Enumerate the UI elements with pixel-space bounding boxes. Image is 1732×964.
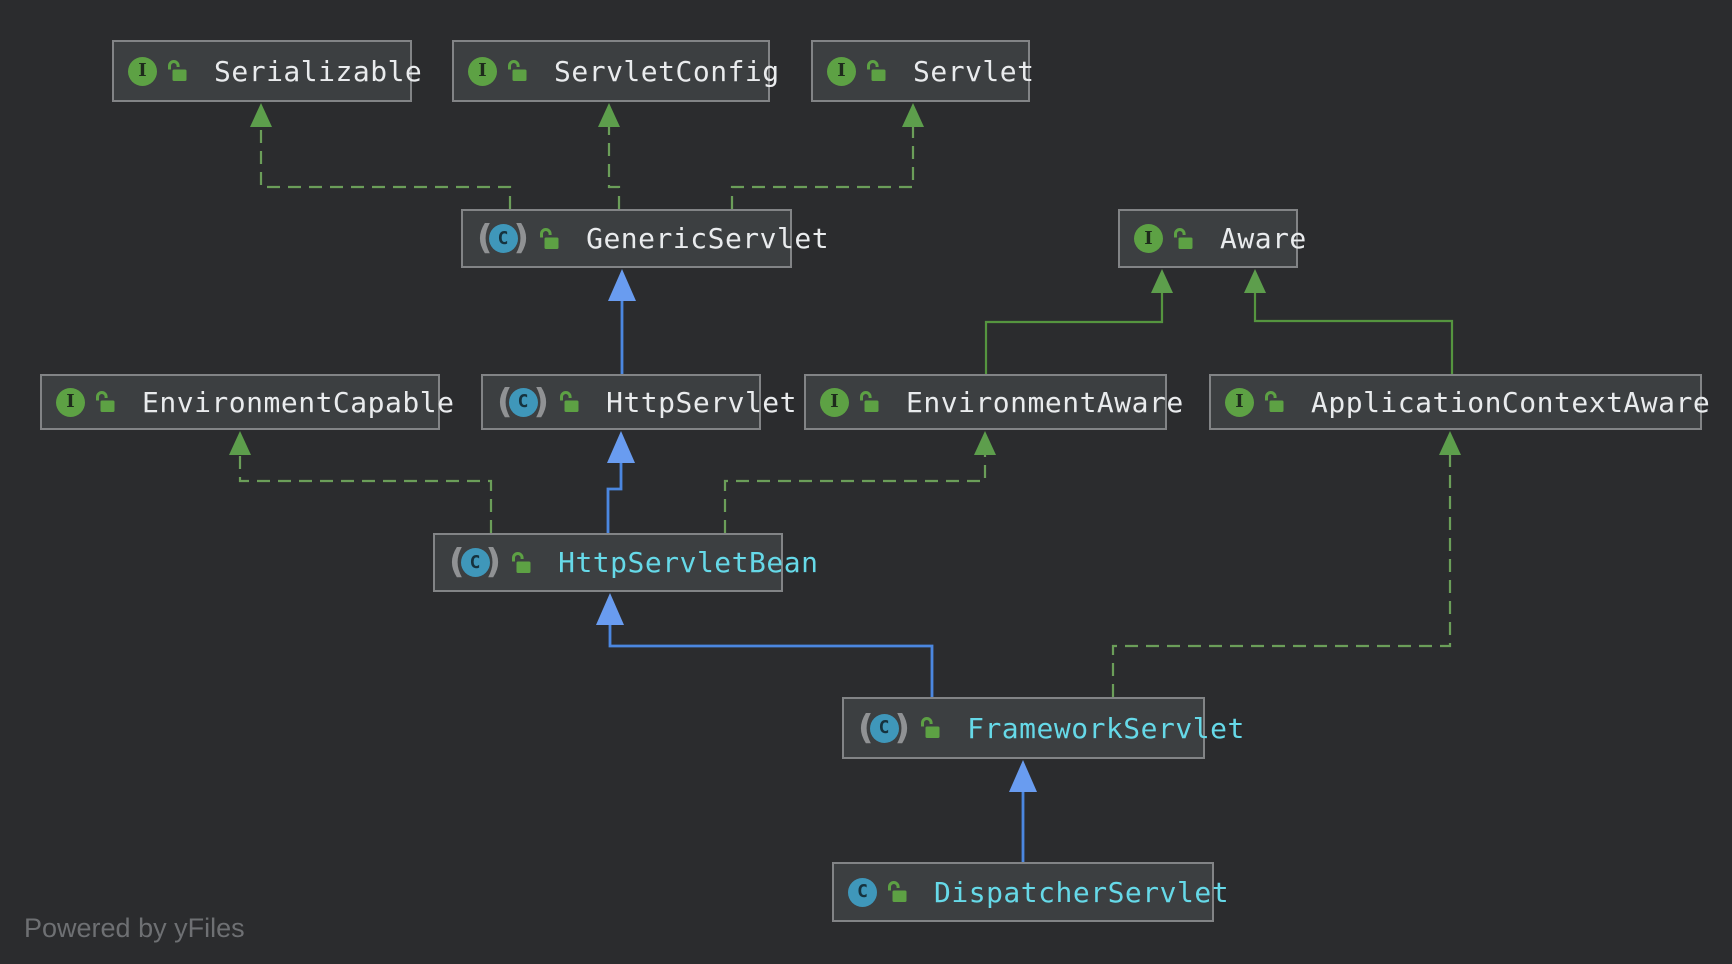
abstract-paren-right: ) — [485, 542, 502, 582]
interface-icon: I — [1225, 387, 1254, 417]
unlocked-padlock-icon — [858, 390, 880, 414]
interface-icon: I — [468, 56, 497, 86]
unlocked-padlock-icon — [1172, 227, 1194, 251]
unlocked-padlock-icon — [506, 59, 528, 83]
abstract-paren-left: ( — [477, 218, 493, 258]
unlocked-padlock-icon — [538, 227, 560, 251]
class-icon: C — [848, 877, 877, 907]
abstract-class-icon: (C) — [449, 542, 502, 582]
abstract-class-icon: (C) — [497, 381, 550, 422]
arrowhead-implements-icon — [1151, 269, 1173, 293]
arrowhead-extends-icon — [1009, 760, 1037, 792]
abstract-paren-left: ( — [449, 542, 465, 582]
abstract-paren-right: ) — [894, 707, 911, 748]
unlocked-padlock-icon — [558, 390, 580, 414]
class-name-label: Aware — [1220, 222, 1307, 255]
edge-generic-servlet-to-servlet — [730, 103, 924, 209]
interface-icon: I — [56, 387, 85, 417]
edge-http-servlet-bean-to-http-servlet — [606, 431, 635, 533]
node-servlet[interactable]: I Servlet — [811, 40, 1034, 102]
abstract-class-icon: (C) — [477, 218, 530, 258]
edge-generic-servlet-to-serializable — [250, 103, 512, 209]
class-name-label: GenericServlet — [586, 222, 830, 255]
arrowhead-implements-icon — [229, 431, 251, 455]
class-name-label: Servlet — [913, 54, 1035, 88]
arrowhead-implements-icon — [974, 431, 996, 455]
edge-dispatcher-servlet-to-framework-servlet — [1009, 760, 1037, 862]
unlocked-padlock-icon — [94, 390, 116, 414]
arrowhead-implements-icon — [598, 103, 620, 127]
node-http-servlet-bean[interactable]: (C) HttpServletBean — [433, 533, 818, 592]
node-serializable[interactable]: I Serializable — [112, 40, 422, 102]
edge-http-servlet-bean-to-environment-aware — [723, 431, 996, 533]
interface-icon: I — [827, 56, 856, 86]
edge-http-servlet-bean-to-environment-capable — [229, 431, 493, 533]
edge-generic-servlet-to-servlet-config — [598, 103, 621, 209]
arrowhead-implements-icon — [902, 103, 924, 127]
class-name-label: EnvironmentCapable — [142, 385, 455, 419]
yfiles-watermark: Powered by yFiles — [24, 913, 245, 943]
abstract-paren-right: ) — [513, 218, 530, 258]
class-name-label: Serializable — [214, 54, 423, 88]
node-generic-servlet[interactable]: (C) GenericServlet — [461, 209, 829, 268]
abstract-paren-left: ( — [858, 707, 874, 748]
node-framework-servlet[interactable]: (C) FrameworkServlet — [842, 697, 1244, 759]
node-http-servlet[interactable]: (C) HttpServlet — [481, 374, 797, 430]
unlocked-padlock-icon — [166, 59, 188, 83]
unlocked-padlock-icon — [510, 551, 532, 575]
class-name-label: ApplicationContextAware — [1311, 385, 1711, 419]
unlocked-padlock-icon — [886, 880, 908, 904]
arrowhead-extends-icon — [596, 593, 624, 625]
arrowhead-extends-icon — [608, 269, 636, 301]
node-dispatcher-servlet[interactable]: C DispatcherServlet — [832, 862, 1229, 922]
class-name-label: EnvironmentAware — [906, 385, 1184, 419]
edge-framework-servlet-to-http-servlet-bean — [596, 593, 934, 697]
abstract-class-icon: (C) — [858, 707, 911, 748]
unlocked-padlock-icon — [1263, 390, 1285, 414]
interface-icon: I — [1134, 224, 1163, 253]
class-name-label: DispatcherServlet — [934, 875, 1230, 909]
node-servlet-config[interactable]: I ServletConfig — [452, 40, 779, 102]
unlocked-padlock-icon — [865, 59, 887, 83]
edge-framework-servlet-to-application-context-aware — [1111, 431, 1461, 697]
abstract-paren-right: ) — [533, 381, 550, 422]
class-name-label: FrameworkServlet — [967, 711, 1245, 745]
node-application-context-aware[interactable]: I ApplicationContextAware — [1209, 374, 1710, 430]
abstract-paren-left: ( — [497, 381, 513, 422]
node-environment-aware[interactable]: I EnvironmentAware — [804, 374, 1183, 430]
class-name-label: ServletConfig — [554, 54, 780, 88]
node-aware[interactable]: I Aware — [1118, 209, 1306, 268]
interface-icon: I — [820, 387, 849, 417]
arrowhead-implements-icon — [1244, 269, 1266, 293]
edge-http-servlet-to-generic-servlet — [608, 269, 636, 374]
arrowhead-implements-icon — [1439, 431, 1461, 455]
edge-environment-aware-to-aware — [984, 269, 1173, 374]
class-name-label: HttpServlet — [606, 385, 798, 419]
interface-icon: I — [128, 56, 157, 86]
arrowhead-implements-icon — [250, 103, 272, 127]
class-name-label: HttpServletBean — [558, 546, 819, 579]
unlocked-padlock-icon — [919, 716, 941, 740]
edge-application-context-aware-to-aware — [1244, 269, 1454, 374]
node-environment-capable[interactable]: I EnvironmentCapable — [40, 374, 454, 430]
arrowhead-extends-icon — [607, 431, 635, 463]
